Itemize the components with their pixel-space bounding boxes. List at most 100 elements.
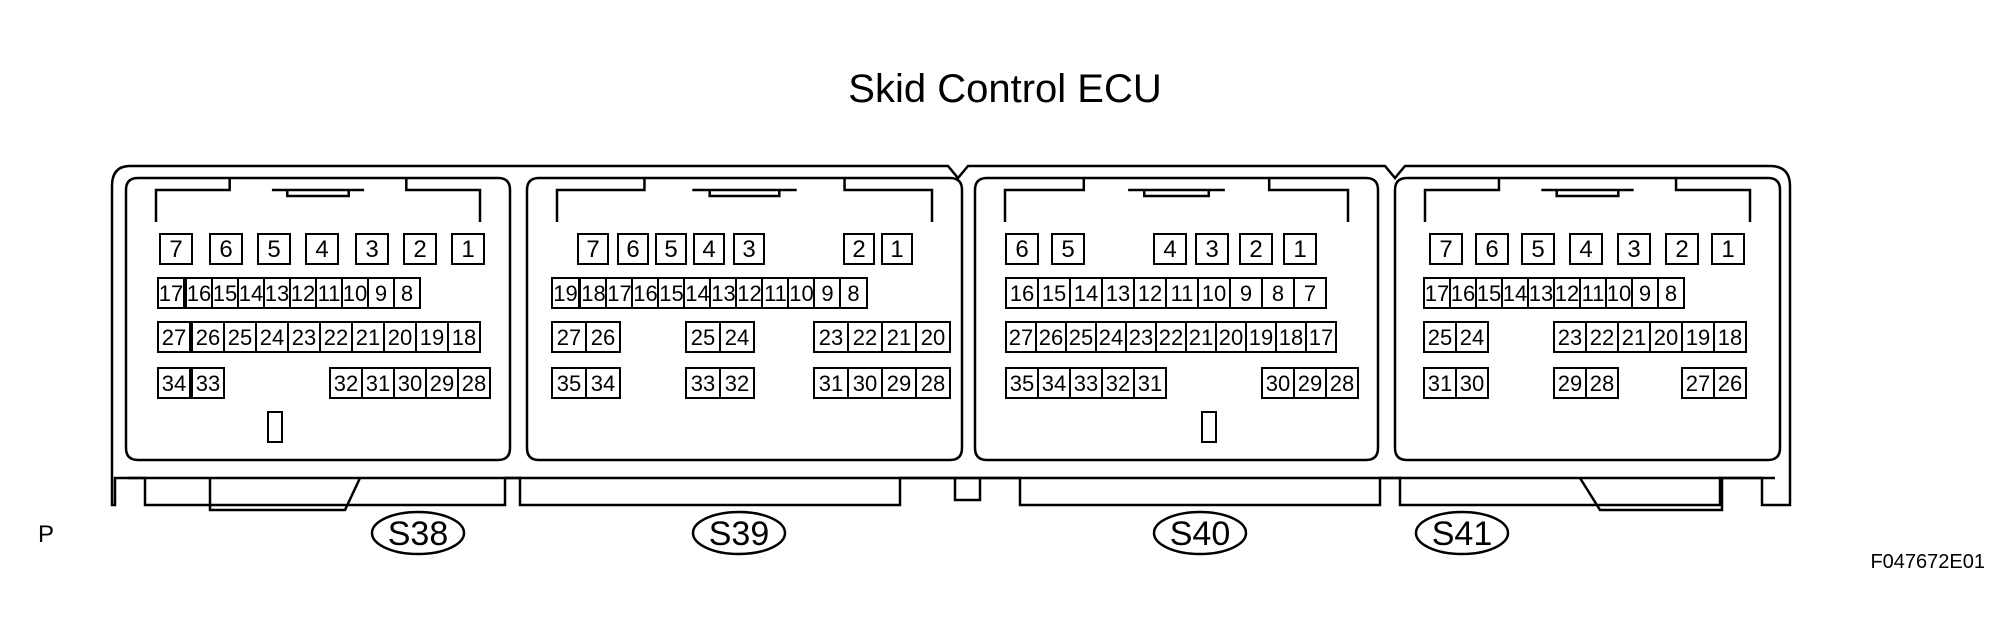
connector-oval-s41 — [1414, 510, 1510, 556]
pin-box — [1165, 277, 1199, 309]
shell-s39-latch-tab — [708, 190, 781, 198]
pin-box — [813, 277, 842, 309]
pin-s41-17: 17 — [1423, 277, 1451, 309]
pin-number: 1 — [890, 236, 903, 263]
pin-s41-2: 2 — [1665, 233, 1699, 265]
pin-box — [1229, 277, 1263, 309]
pin-box — [1239, 233, 1273, 265]
pin-s40-9: 9 — [1229, 277, 1263, 309]
pin-box — [209, 233, 243, 265]
shell-s40-latch-tab — [1143, 190, 1210, 198]
pin-box — [813, 367, 849, 399]
pin-s41-31: 31 — [1423, 367, 1457, 399]
pin-number: 8 — [1272, 281, 1284, 306]
pin-s38-20: 20 — [383, 321, 417, 353]
pin-s40-28: 28 — [1325, 367, 1359, 399]
pin-number: 13 — [265, 281, 289, 306]
pin-box — [719, 321, 755, 353]
pin-box — [1155, 321, 1187, 353]
pin-number: 13 — [1106, 281, 1130, 306]
pin-s38-27: 27 — [157, 321, 191, 353]
pin-number: 10 — [789, 281, 813, 306]
pin-s41-12: 12 — [1553, 277, 1581, 309]
pin-box — [733, 233, 765, 265]
pin-s39-32: 32 — [719, 367, 755, 399]
pin-s39-21: 21 — [881, 321, 917, 353]
pin-s39-12: 12 — [735, 277, 764, 309]
pin-number: 12 — [737, 281, 761, 306]
foot-s38 — [208, 477, 362, 512]
pin-s39-3: 3 — [733, 233, 765, 265]
pin-number: 30 — [398, 371, 422, 396]
pin-s39-4: 4 — [693, 233, 725, 265]
pin-number: 8 — [1665, 281, 1677, 306]
pin-s41-22: 22 — [1585, 321, 1619, 353]
pin-box — [1293, 277, 1327, 309]
pin-box — [1195, 233, 1229, 265]
pin-number: 14 — [685, 281, 709, 306]
pin-number: 28 — [1590, 371, 1614, 396]
pin-number: 33 — [1074, 371, 1098, 396]
pin-number: 35 — [1010, 371, 1034, 396]
pin-number: 31 — [1138, 371, 1162, 396]
pin-number: 30 — [853, 371, 877, 396]
pin-box — [551, 321, 587, 353]
pin-s41-8: 8 — [1657, 277, 1685, 309]
pin-number: 1 — [1293, 236, 1306, 263]
shell-s41-latch-tab — [1555, 190, 1620, 198]
key-slot-s38 — [267, 411, 283, 443]
pin-s41-13: 13 — [1527, 277, 1555, 309]
pin-number: 25 — [1428, 325, 1452, 350]
diagram-title: Skid Control ECU — [848, 67, 1161, 111]
pin-number: 16 — [187, 281, 211, 306]
pin-box — [1133, 367, 1167, 399]
pin-s39-27: 27 — [551, 321, 587, 353]
pin-number: 16 — [633, 281, 657, 306]
pin-number: 12 — [1555, 281, 1579, 306]
pin-s38-31: 31 — [361, 367, 395, 399]
pin-number: 27 — [557, 325, 581, 350]
pin-number: 5 — [267, 236, 280, 263]
pin-s38-14: 14 — [237, 277, 265, 309]
pin-s40-22: 22 — [1155, 321, 1187, 353]
pin-box — [1005, 367, 1039, 399]
pin-number: 3 — [365, 236, 378, 263]
pin-number: 3 — [1627, 236, 1640, 263]
pin-box — [393, 277, 421, 309]
pin-s40-11: 11 — [1165, 277, 1199, 309]
pin-number: 26 — [1718, 371, 1742, 396]
pin-number: 22 — [324, 325, 348, 350]
pin-s38-15: 15 — [211, 277, 239, 309]
shell-s41-latch-right — [1674, 178, 1752, 222]
pin-number: 24 — [725, 325, 749, 350]
pin-number: 4 — [1579, 236, 1592, 263]
pin-box — [1713, 321, 1747, 353]
foot-center — [953, 478, 982, 502]
shell-s38-latch-left — [154, 178, 231, 222]
shell-s39-latch-right — [843, 178, 934, 222]
pin-number: 2 — [1675, 236, 1688, 263]
shell-s40 — [973, 176, 1380, 462]
pin-s38-11: 11 — [315, 277, 343, 309]
shell-s38-latch-right — [405, 178, 482, 222]
ecu-housing-outline — [110, 164, 1792, 512]
pin-box — [451, 233, 485, 265]
pin-s40-15: 15 — [1037, 277, 1071, 309]
pin-s41-29: 29 — [1553, 367, 1587, 399]
pin-s40-30: 30 — [1261, 367, 1295, 399]
pin-s39-30: 30 — [847, 367, 883, 399]
pin-s38-28: 28 — [457, 367, 491, 399]
pin-box — [655, 233, 687, 265]
pin-box — [1133, 277, 1167, 309]
pin-number: 13 — [711, 281, 735, 306]
pin-number: 19 — [420, 325, 444, 350]
foot-s41 — [1578, 477, 1724, 512]
connector-label-s39: S39 — [709, 515, 770, 553]
pin-s39-16: 16 — [631, 277, 660, 309]
pin-number: 13 — [1529, 281, 1553, 306]
pin-number: 1 — [1721, 236, 1734, 263]
pin-s40-14: 14 — [1069, 277, 1103, 309]
pin-number: 23 — [1129, 325, 1153, 350]
pin-box — [1455, 321, 1489, 353]
